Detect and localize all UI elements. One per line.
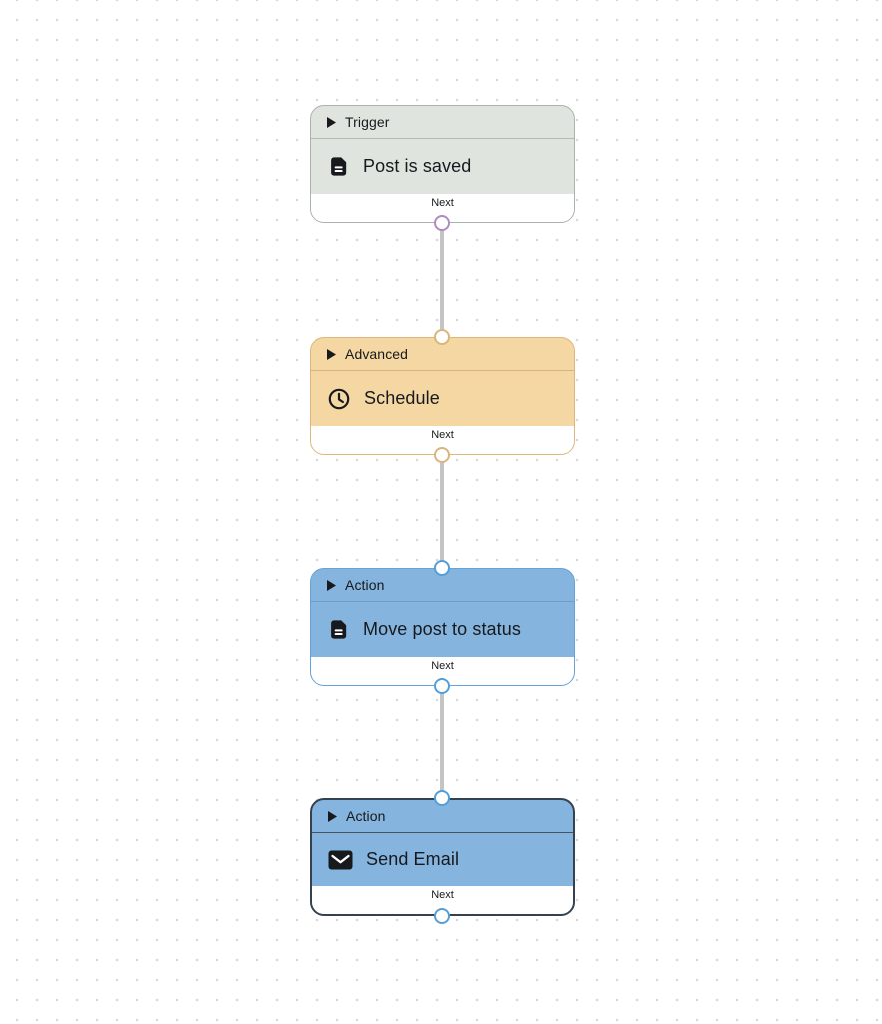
node-title: Move post to status: [363, 619, 521, 639]
input-handle[interactable]: [434, 790, 450, 806]
node-trigger-post-is-saved[interactable]: Trigger Post is saved Next: [310, 105, 575, 223]
node-action-send-email[interactable]: Action Send Email Next: [310, 798, 575, 916]
output-handle[interactable]: [434, 215, 450, 231]
edge-connector[interactable]: [440, 223, 444, 337]
play-icon: [327, 579, 336, 591]
node-body[interactable]: Move post to status: [311, 602, 574, 657]
node-body[interactable]: Post is saved: [311, 139, 574, 194]
node-header[interactable]: Action: [311, 569, 574, 602]
clock-icon: [327, 387, 351, 411]
output-handle[interactable]: [434, 908, 450, 924]
input-handle[interactable]: [434, 560, 450, 576]
node-header[interactable]: Trigger: [311, 106, 574, 139]
document-icon: [327, 618, 350, 641]
next-label: Next: [431, 660, 454, 672]
output-handle[interactable]: [434, 447, 450, 463]
play-icon: [327, 116, 336, 128]
output-handle[interactable]: [434, 678, 450, 694]
next-label: Next: [431, 889, 454, 901]
node-body[interactable]: Send Email: [312, 833, 573, 886]
edge-connector[interactable]: [440, 455, 444, 568]
envelope-icon: [328, 850, 353, 870]
next-label: Next: [431, 429, 454, 441]
input-handle[interactable]: [434, 329, 450, 345]
node-advanced-schedule[interactable]: Advanced Schedule Next: [310, 337, 575, 455]
node-header[interactable]: Action: [312, 800, 573, 833]
node-category-label: Trigger: [345, 114, 390, 130]
node-category-label: Action: [345, 577, 385, 593]
edge-connector[interactable]: [440, 686, 444, 798]
node-body[interactable]: Schedule: [311, 371, 574, 426]
document-icon: [327, 155, 350, 178]
play-icon: [328, 810, 337, 822]
node-category-label: Action: [346, 808, 386, 824]
node-action-move-post-to-status[interactable]: Action Move post to status Next: [310, 568, 575, 686]
node-title: Schedule: [364, 388, 440, 408]
play-icon: [327, 348, 336, 360]
node-header[interactable]: Advanced: [311, 338, 574, 371]
node-title: Send Email: [366, 849, 460, 869]
next-label: Next: [431, 197, 454, 209]
node-title: Post is saved: [363, 156, 472, 176]
node-category-label: Advanced: [345, 346, 409, 362]
